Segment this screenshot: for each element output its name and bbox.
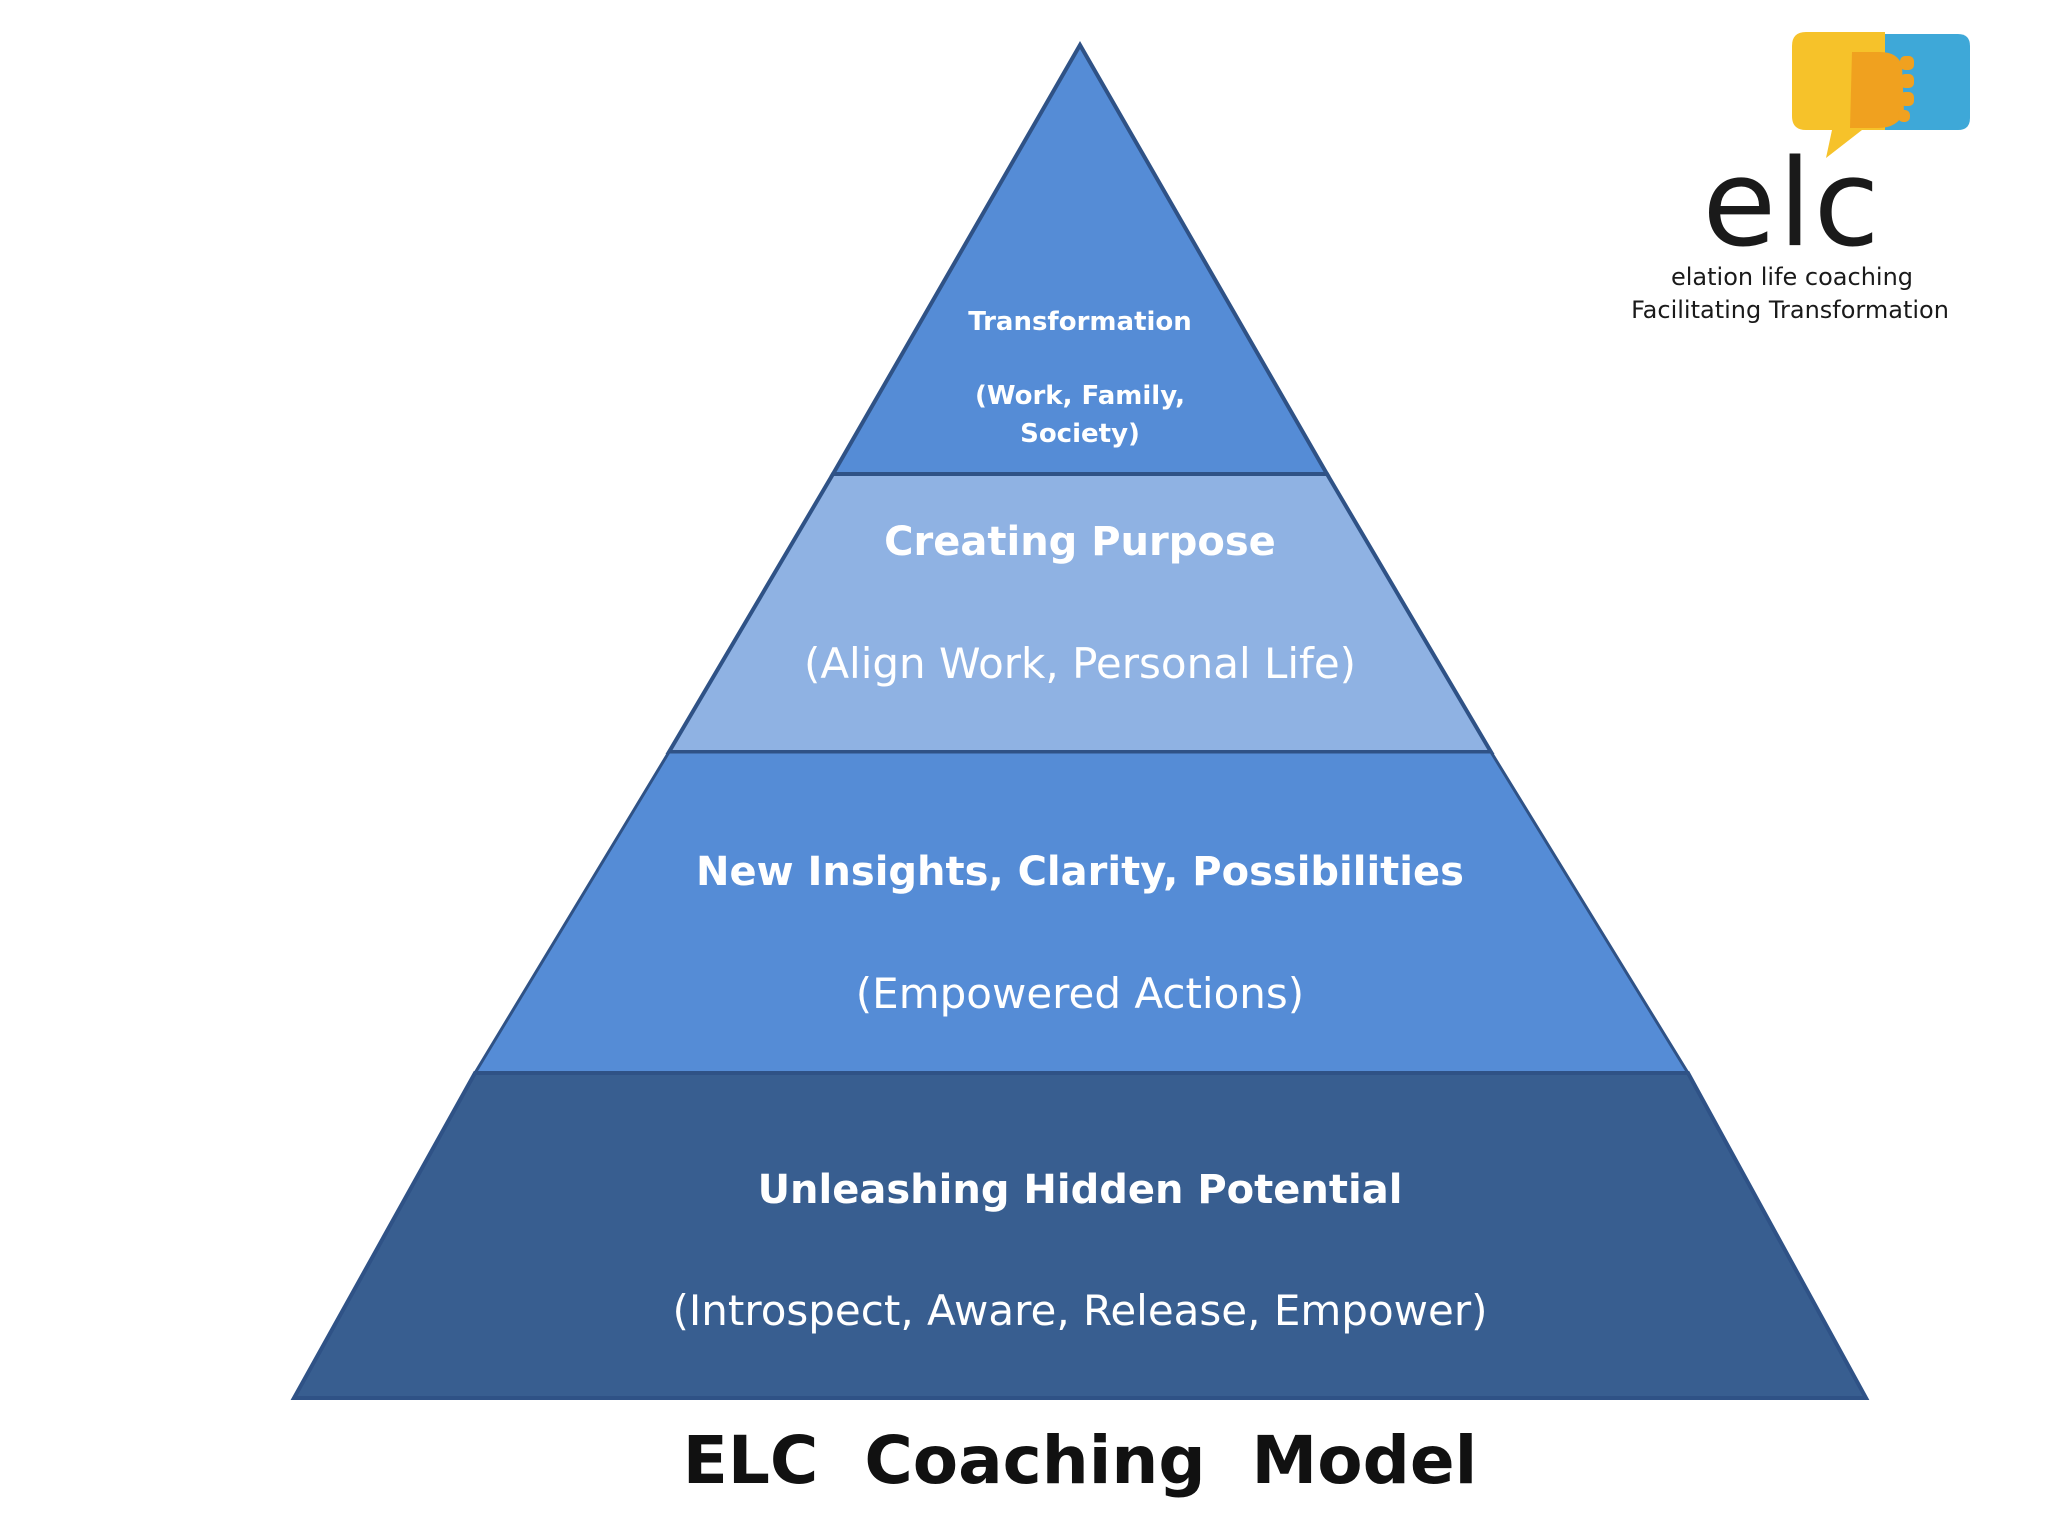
tier-heading: Transformation bbox=[968, 307, 1192, 337]
tier-heading: Unleashing Hidden Potential bbox=[758, 1167, 1403, 1213]
tier-heading: Creating Purpose bbox=[884, 519, 1276, 565]
tier-detail: (Work, Family, bbox=[975, 381, 1185, 411]
diagram-caption: ELC Coaching Model bbox=[683, 1422, 1477, 1499]
tier-detail: Society) bbox=[1020, 419, 1140, 449]
pyramid: Transformation (Work, Family, Society) C… bbox=[290, 40, 1870, 1400]
tier-label-transformation: Transformation (Work, Family, Society) bbox=[968, 307, 1192, 449]
tier-detail: (Empowered Actions) bbox=[856, 969, 1304, 1018]
tier-label-hidden-potential: Unleashing Hidden Potential (Introspect,… bbox=[672, 1167, 1487, 1335]
logo-wordmark: elc bbox=[1702, 135, 1881, 274]
speech-bubble-thumb-icon bbox=[1792, 32, 1970, 158]
logo-tagline: Facilitating Transformation bbox=[1631, 296, 1949, 324]
tier-detail: (Align Work, Personal Life) bbox=[804, 639, 1356, 688]
tier-heading: New Insights, Clarity, Possibilities bbox=[696, 849, 1464, 895]
tier-label-creating-purpose: Creating Purpose (Align Work, Personal L… bbox=[804, 519, 1356, 688]
pyramid-tier-hidden-potential bbox=[290, 1071, 1870, 1400]
elc-logo: elc elation life coaching Facilitating T… bbox=[1631, 32, 1970, 324]
tier-detail: (Introspect, Aware, Release, Empower) bbox=[672, 1286, 1487, 1335]
tier-label-new-insights: New Insights, Clarity, Possibilities (Em… bbox=[696, 849, 1464, 1018]
pyramid-tier-new-insights bbox=[472, 750, 1691, 1075]
logo-company-name: elation life coaching bbox=[1671, 263, 1913, 291]
